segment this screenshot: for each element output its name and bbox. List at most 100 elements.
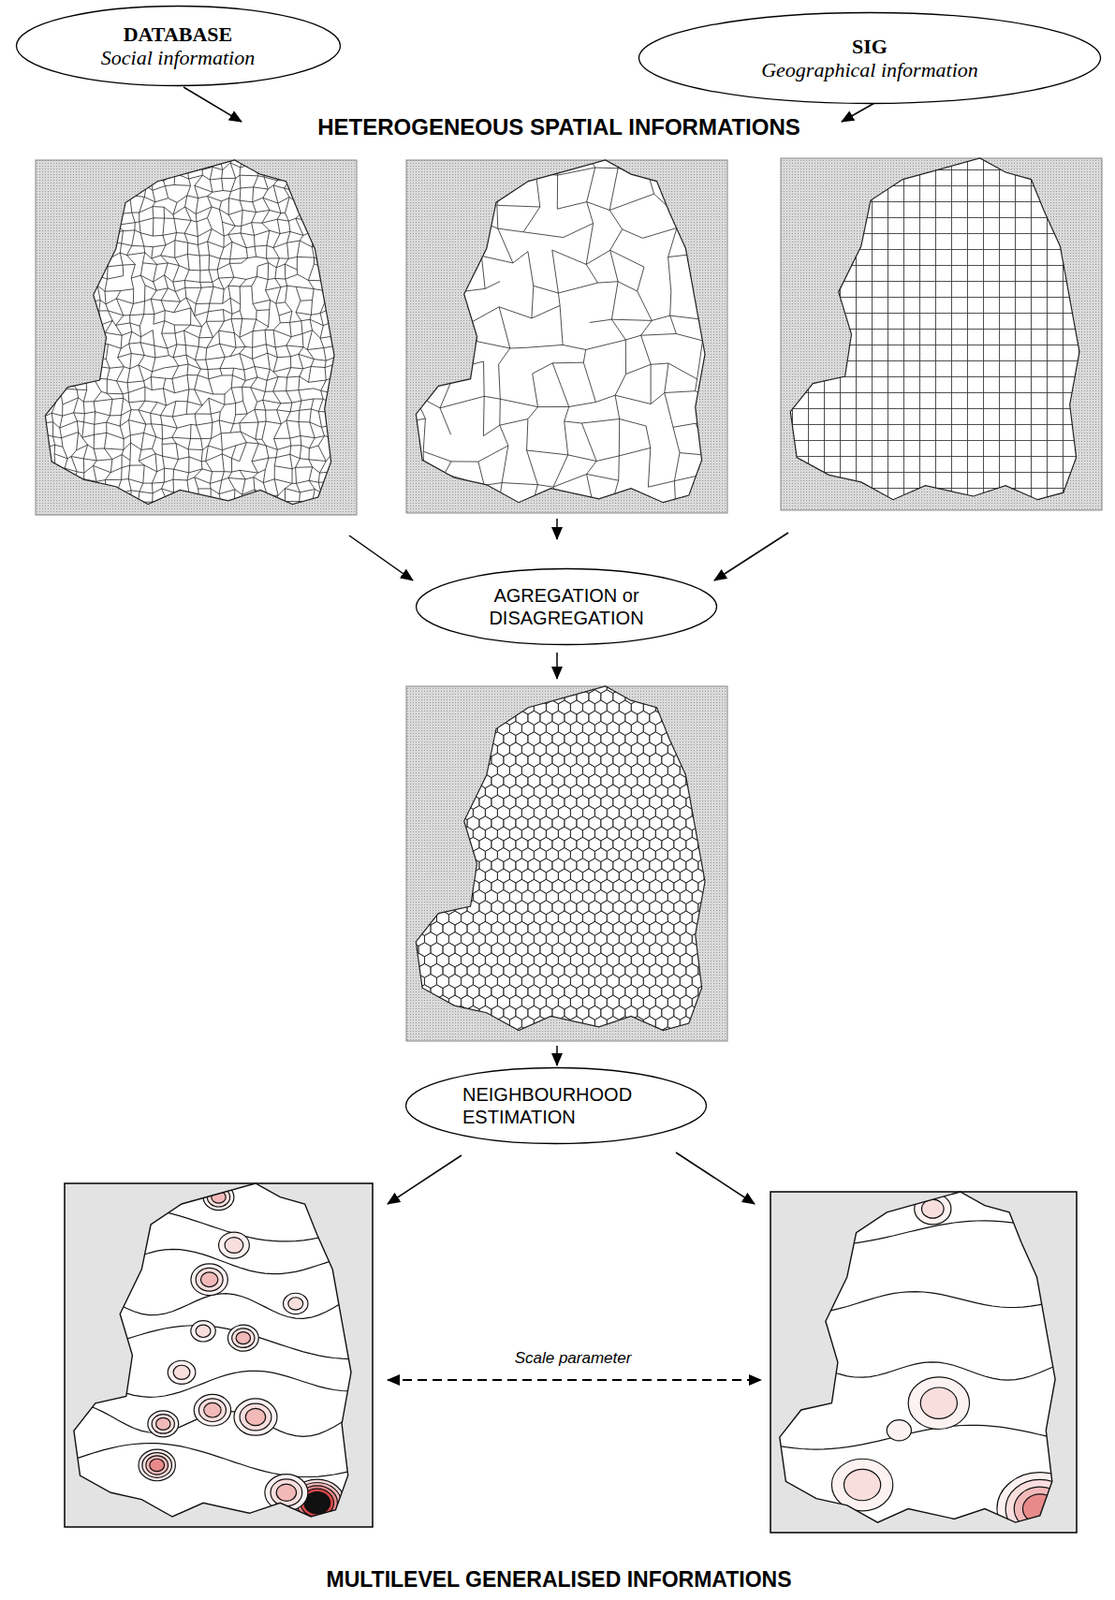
contour-line <box>770 1357 1077 1381</box>
contour-ring <box>173 1364 191 1380</box>
contour-line <box>770 1291 1077 1314</box>
node-label: NEIGHBOURHOOD ESTIMATION <box>462 1083 650 1129</box>
map-cells <box>26 150 371 530</box>
contour-ring <box>283 1292 309 1314</box>
contour-line <box>770 1220 1077 1246</box>
region-shape <box>415 160 705 503</box>
node-heading: SIG <box>761 34 979 59</box>
map-group <box>26 141 1115 1545</box>
region-outline <box>415 686 705 1031</box>
arrow <box>556 652 558 679</box>
node-text: DATABASESocial information <box>101 22 255 71</box>
arrow <box>556 1045 558 1066</box>
contour-ring <box>200 1272 218 1288</box>
contour-ring <box>886 1420 911 1441</box>
arrow <box>675 1152 755 1204</box>
region-outline <box>790 158 1080 500</box>
region-shape <box>779 1191 1056 1523</box>
contour-ring <box>198 1398 226 1423</box>
region-outline <box>415 160 705 503</box>
node-subtitle: Geographical information <box>761 58 979 82</box>
map-frame <box>406 160 728 514</box>
ellipse-shape <box>639 13 1101 104</box>
contour-ring <box>276 1483 296 1501</box>
contour-ring <box>234 1398 278 1436</box>
process-ellipse: SIGGeographical information <box>637 11 1102 105</box>
contour-ring <box>270 1479 303 1507</box>
map-figure <box>384 141 767 548</box>
axis-label: Scale parameter <box>514 1349 632 1368</box>
ellipse-shape <box>416 569 718 646</box>
contour-map <box>770 1191 1084 1545</box>
contour-ring <box>288 1297 304 1310</box>
arrow <box>349 535 413 581</box>
contour-ring <box>908 1377 969 1430</box>
arrow <box>183 87 242 122</box>
contour-line <box>64 1325 373 1360</box>
contour-ring <box>142 1452 173 1479</box>
contour-ring <box>195 1324 211 1337</box>
contour-ring <box>308 1495 327 1512</box>
contours <box>770 1193 1084 1546</box>
contour-line <box>64 1443 373 1478</box>
section-heading: HETEROGENEOUS SPATIAL INFORMATIONS <box>317 114 801 141</box>
contour-ring <box>920 1387 957 1419</box>
section-heading: MULTILEVEL GENERALISED INFORMATIONS <box>325 1567 792 1593</box>
contour-ring <box>156 1417 171 1430</box>
region-outline <box>44 160 335 505</box>
contour-ring <box>138 1449 176 1482</box>
map-cells <box>777 154 1115 537</box>
contour-ring <box>914 1193 952 1225</box>
region-shape <box>73 1183 352 1517</box>
contour-ring <box>844 1468 881 1500</box>
contour-ring <box>167 1360 196 1384</box>
contour-ring <box>922 1199 945 1218</box>
region-outline <box>779 1191 1056 1523</box>
arrow <box>556 518 558 540</box>
contour-ring <box>146 1455 169 1475</box>
node-text: NEIGHBOURHOOD ESTIMATION <box>462 1083 650 1129</box>
node-text: AGREGATION or DISAGREGATION <box>472 584 661 630</box>
contour-line <box>64 1367 373 1397</box>
contour-line <box>64 1207 373 1242</box>
map-frame <box>64 1183 373 1527</box>
contour-ring <box>831 1458 893 1512</box>
contour-ring <box>327 1217 345 1232</box>
node-subtitle: Social information <box>101 45 255 70</box>
contour-ring <box>190 1320 216 1342</box>
region-outline <box>73 1183 352 1517</box>
arrow <box>714 532 789 581</box>
contour-ring <box>195 1267 223 1292</box>
contour-map <box>64 1183 373 1527</box>
contour-ring <box>193 1393 231 1426</box>
process-ellipse: NEIGHBOURHOOD ESTIMATION <box>404 1066 708 1145</box>
process-ellipse: AGREGATION or DISAGREGATION <box>414 567 719 646</box>
contour-ring <box>149 1458 165 1471</box>
ellipse-outline <box>414 567 719 646</box>
map-frame <box>780 158 1102 511</box>
contour-ring <box>1013 1486 1066 1531</box>
map-cells <box>400 679 748 1063</box>
contour-ring <box>227 1324 259 1351</box>
ellipse-outline <box>404 1066 708 1145</box>
arrow <box>387 1155 462 1204</box>
contour-ring <box>204 1402 221 1418</box>
contour-ring <box>224 1237 244 1254</box>
contour-ring <box>235 1332 250 1345</box>
node-heading: DATABASE <box>101 22 255 46</box>
contour-ring <box>245 1408 265 1425</box>
contour-ring <box>239 1403 272 1431</box>
node-label: AGREGATION or DISAGREGATION <box>472 584 661 630</box>
map-figure <box>400 679 748 1063</box>
contour-ring <box>206 1187 230 1207</box>
ellipse-shape <box>406 1068 707 1145</box>
scale-arrow <box>387 1379 762 1381</box>
contours <box>64 1184 373 1527</box>
contour-ring <box>1005 1479 1074 1538</box>
contour-ring <box>147 1410 179 1438</box>
contour-ring <box>190 1263 228 1296</box>
contour-ring <box>151 1414 175 1435</box>
contour-ring <box>219 1232 250 1259</box>
node-text: SIGGeographical information <box>761 34 979 83</box>
